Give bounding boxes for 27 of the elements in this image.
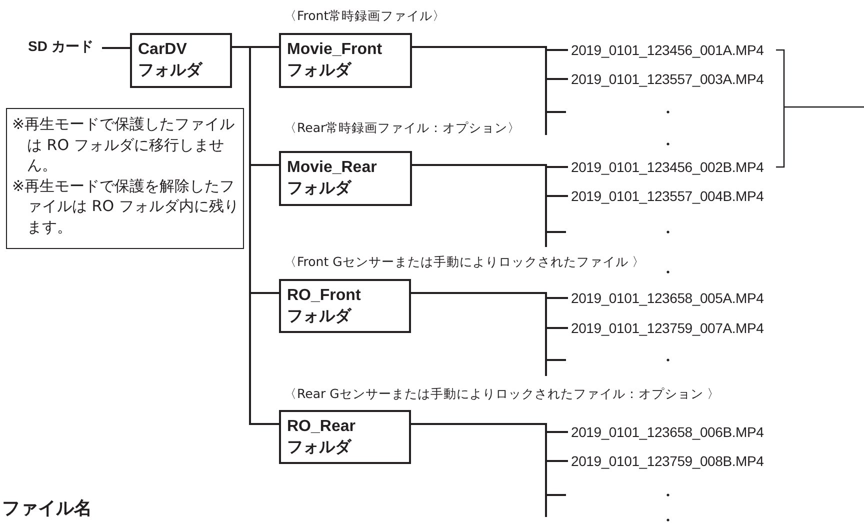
file-name: 2019_0101_123456_002B.MP4 [571, 159, 771, 175]
file-name: 2019_0101_123658_005A.MP4 [571, 290, 771, 306]
file-name: 2019_0101_123759_007A.MP4 [571, 320, 771, 336]
folder-box: Movie_Front フォルダ [279, 33, 412, 88]
storage-label: SD カード [28, 38, 102, 58]
connector-line [232, 46, 279, 425]
note-text: ※再生モードで保護を解除したファイルは RO フォルダ内に残ります。 [12, 176, 239, 237]
connector-line [411, 423, 566, 496]
folder-box: Movie_Rear フォルダ [279, 151, 412, 206]
folder-box: RO_Rear フォルダ [279, 410, 411, 464]
file-name: 2019_0101_123759_008B.MP4 [571, 453, 771, 469]
folder-caption: 〈Front Gセンサーまたは手動によりロックされたファイル 〉 [284, 254, 646, 270]
connector-line [412, 164, 566, 233]
note-box [6, 108, 244, 249]
folder-caption: 〈Front常時録画ファイル〉 [284, 8, 446, 24]
file-name: 2019_0101_123658_006B.MP4 [571, 424, 771, 440]
folder-caption: 〈Rear常時録画ファイル：オプション〉 [284, 120, 521, 136]
file-name: 2019_0101_123557_004B.MP4 [571, 188, 771, 204]
section-heading: ファイル名 [2, 497, 92, 520]
folder-box: CarDV フォルダ [130, 33, 232, 88]
note-text: ※再生モードで保護したファイルは RO フォルダに移行しません。 [12, 114, 236, 176]
folder-box: RO_Front フォルダ [279, 279, 411, 333]
connector-line [411, 292, 566, 361]
folder-caption: 〈Rear Gセンサーまたは手動によりロックされたファイル：オプション 〉 [284, 386, 720, 402]
file-name: 2019_0101_123557_003A.MP4 [571, 71, 771, 87]
connector-line [102, 47, 130, 49]
file-name: 2019_0101_123456_001A.MP4 [571, 42, 771, 58]
